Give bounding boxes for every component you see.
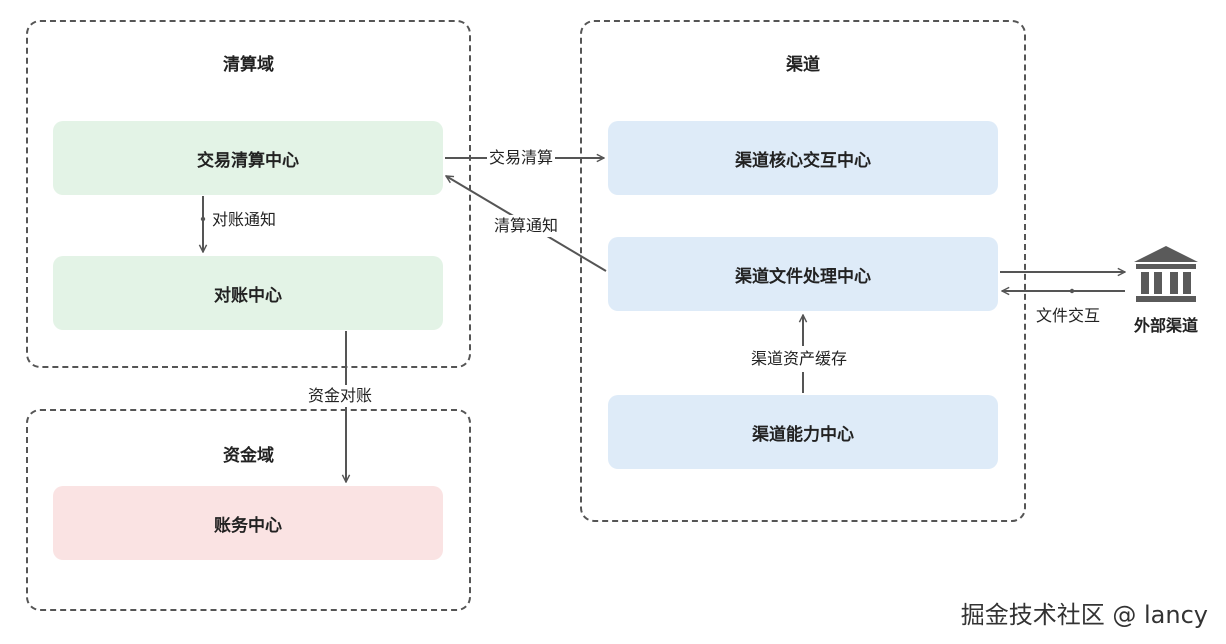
- channel-file-center-node[interactable]: 渠道文件处理中心: [608, 237, 998, 311]
- clearing-domain-title: 清算域: [223, 55, 274, 75]
- edge-file-exchange-dot: [1069, 288, 1075, 294]
- funds-domain-title: 资金域: [223, 446, 274, 466]
- external-channel[interactable]: 外部渠道: [1130, 244, 1202, 335]
- label-reconcile-notify: 对账通知: [212, 210, 277, 229]
- funds-domain-group: 资金域: [26, 409, 471, 611]
- edge-reconcile-notify-dot: [200, 216, 206, 222]
- trade-clearing-center-node[interactable]: 交易清算中心: [53, 121, 443, 195]
- external-channel-label: 外部渠道: [1133, 316, 1198, 335]
- accounting-center-node[interactable]: 账务中心: [53, 486, 443, 560]
- label-trade-clearing: 交易清算: [487, 147, 556, 169]
- reconciliation-center-node[interactable]: 对账中心: [53, 256, 443, 330]
- label-clearing-notify: 清算通知: [492, 215, 561, 237]
- channel-capability-center-node[interactable]: 渠道能力中心: [608, 395, 998, 469]
- bank-icon: [1134, 246, 1198, 302]
- watermark: 掘金技术社区 @ lancy: [960, 601, 1208, 629]
- label-asset-cache: 渠道资产缓存: [747, 346, 852, 372]
- label-file-exchange: 文件交互: [1036, 306, 1101, 325]
- clearing-domain-group: 清算域: [26, 20, 471, 368]
- channel-core-center-node[interactable]: 渠道核心交互中心: [608, 121, 998, 195]
- label-funds-reconcile: 资金对账: [308, 385, 373, 407]
- channel-title: 渠道: [786, 55, 820, 75]
